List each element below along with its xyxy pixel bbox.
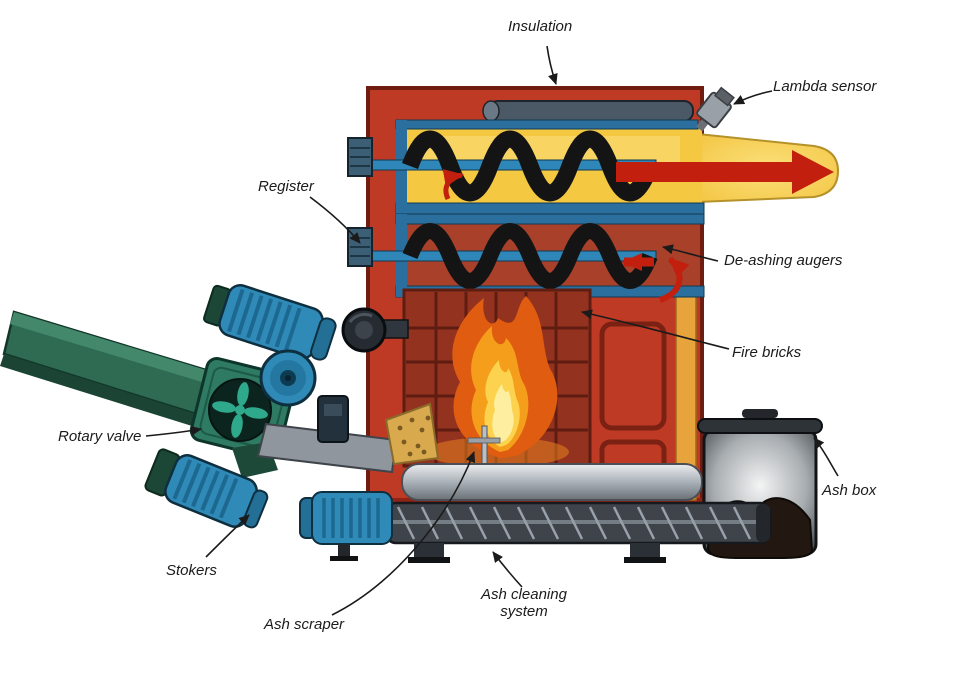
arrow-stokers xyxy=(205,514,250,558)
label-stokers: Stokers xyxy=(166,562,217,579)
feed-duct xyxy=(0,310,208,426)
label-de-ashing-augers: De-ashing augers xyxy=(724,252,843,269)
blower-fan xyxy=(341,307,409,353)
label-fire-bricks: Fire bricks xyxy=(732,344,802,361)
flue-gas-up-arrow-left xyxy=(442,169,464,201)
flue-gas-out-arrow xyxy=(616,150,834,194)
label-register: Register xyxy=(258,178,314,195)
boiler-feet xyxy=(408,543,666,563)
flue-gas-up-arrow-right xyxy=(658,256,690,303)
label-insulation: Insulation xyxy=(508,18,573,35)
arrow-ash-box xyxy=(813,437,839,477)
flame xyxy=(452,296,558,458)
label-ash-box: Ash box xyxy=(822,482,877,499)
arrow-de-ashing-augers xyxy=(662,244,719,262)
stoker-motor-upper xyxy=(203,284,337,361)
fuel-chute xyxy=(256,395,440,474)
label-arrows xyxy=(145,45,839,616)
insulation-pipe xyxy=(482,100,694,122)
label-lambda-sensor: Lambda sensor xyxy=(773,78,877,95)
valve-motor-disc xyxy=(259,349,317,407)
firebox xyxy=(402,288,592,499)
scraper-housing xyxy=(401,463,703,501)
arrow-register xyxy=(309,196,361,244)
arrow-fire-bricks xyxy=(581,309,730,350)
label-rotary-valve: Rotary valve xyxy=(58,428,142,445)
label-ash-scraper: Ash scraper xyxy=(264,616,345,633)
arrow-ash-cleaning xyxy=(492,551,523,588)
label-ash-cleaning-system: Ash cleaning system xyxy=(481,586,567,621)
arrow-lambda-sensor xyxy=(733,90,773,105)
arrow-ash-scraper xyxy=(331,451,476,616)
ash-conveyor xyxy=(384,501,772,545)
arrow-rotary-valve xyxy=(145,425,202,437)
lambda-sensor-device xyxy=(696,86,735,132)
pellets xyxy=(397,415,431,457)
valve-fan-blades xyxy=(212,382,268,438)
conveyor-motor xyxy=(299,491,393,561)
arrow-insulation xyxy=(546,45,558,85)
